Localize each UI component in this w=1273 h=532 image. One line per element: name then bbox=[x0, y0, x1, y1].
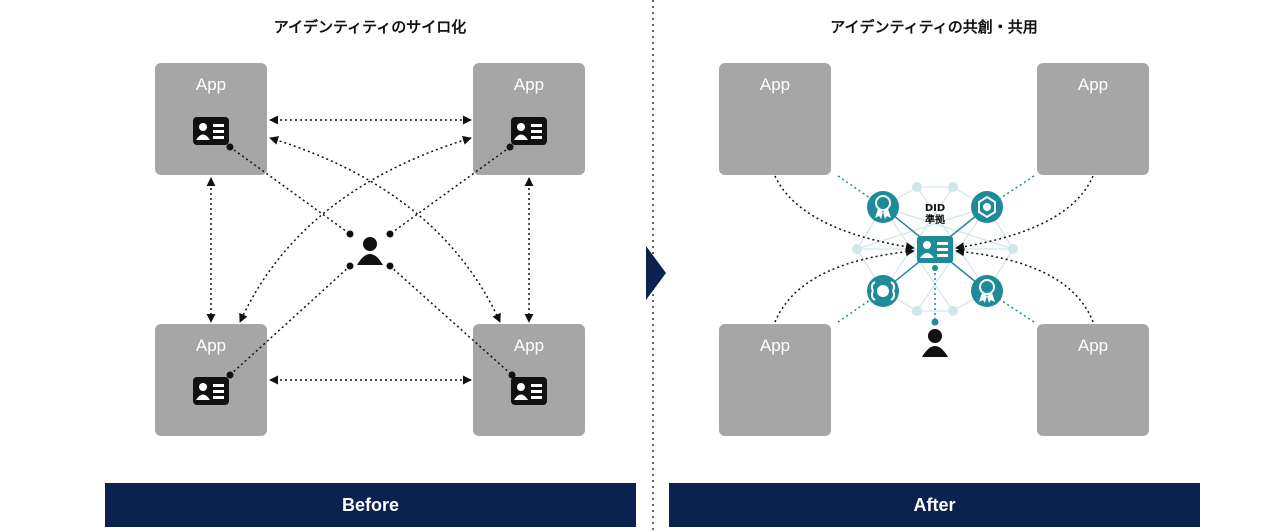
id-card-icon bbox=[193, 377, 229, 405]
id-card-icon bbox=[511, 377, 547, 405]
did-endpoint-dots bbox=[931, 265, 939, 326]
app-label: App bbox=[759, 75, 791, 94]
did-id-card-icon bbox=[917, 236, 953, 263]
did-label-line1: DID bbox=[924, 203, 946, 214]
badge-icon bbox=[971, 275, 1003, 307]
app-label: App bbox=[513, 75, 545, 94]
before-connections bbox=[206, 115, 534, 385]
app-box-right-top-left: App bbox=[719, 63, 831, 175]
app-label: App bbox=[195, 336, 227, 355]
before-endpoint-dots bbox=[226, 143, 516, 379]
did-label: DID 準拠 bbox=[915, 203, 955, 227]
app-box-right-bottom-left: App bbox=[719, 324, 831, 436]
before-title: アイデンティティのサイロ化 bbox=[273, 18, 467, 36]
user-icon bbox=[357, 237, 383, 265]
arrow-right-icon bbox=[646, 246, 666, 300]
badge-icon bbox=[971, 191, 1003, 223]
app-black-links bbox=[774, 175, 1094, 323]
badge-icon bbox=[867, 191, 899, 223]
id-card-icon bbox=[511, 117, 547, 145]
app-label: App bbox=[513, 336, 545, 355]
app-box-left-bottom-left: App bbox=[155, 324, 267, 436]
badge-icon bbox=[867, 275, 899, 307]
after-band: After bbox=[669, 483, 1200, 527]
user-icon bbox=[922, 329, 948, 357]
app-label: App bbox=[1077, 336, 1109, 355]
app-label: App bbox=[195, 75, 227, 94]
before-band: Before bbox=[105, 483, 636, 527]
after-title: アイデンティティの共創・共用 bbox=[830, 18, 1038, 36]
app-box-right-top-right: App bbox=[1037, 63, 1149, 175]
id-card-icon bbox=[193, 117, 229, 145]
app-label: App bbox=[759, 336, 791, 355]
did-network-nodes bbox=[852, 182, 1018, 316]
did-label-line2: 準拠 bbox=[925, 215, 945, 226]
app-label: App bbox=[1077, 75, 1109, 94]
app-box-right-bottom-right: App bbox=[1037, 324, 1149, 436]
